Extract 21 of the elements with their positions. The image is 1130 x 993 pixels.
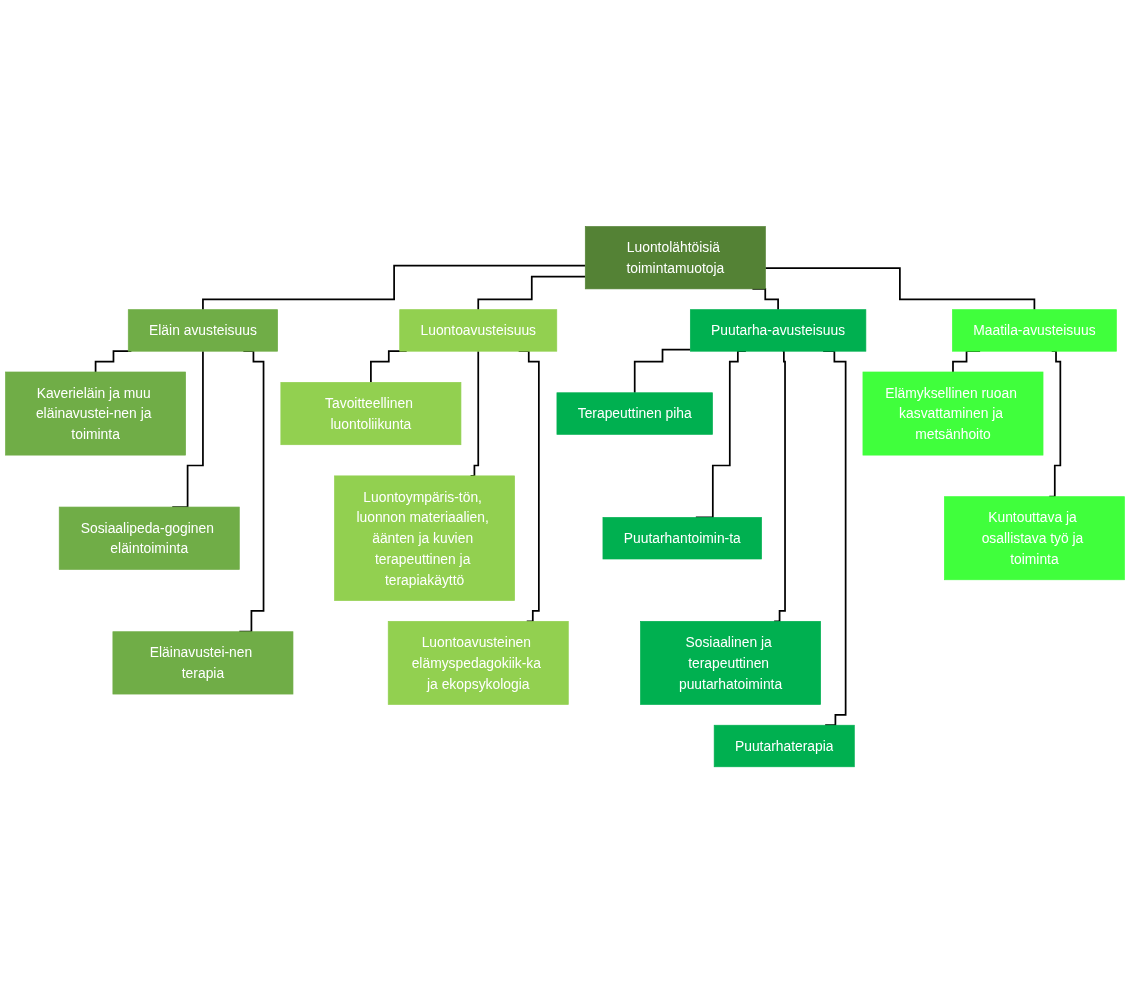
node-box: Luontoympäris-tön, luonnon materiaalien, äänten ja kuvien terapeuttinen ja terapiakäyttö	[334, 475, 515, 601]
node-box: Luontoavusteinen elämyspedagokiik-ka ja ekopsykologia	[387, 620, 569, 705]
node-box: Puutarhaterapia	[713, 724, 855, 767]
node-box: Sosiaalinen ja terapeuttinen puutarhatoiminta	[640, 620, 821, 705]
node-box: Eläinavustei-nen terapia	[112, 631, 294, 695]
node-box: Elämyksellinen ruoan kasvattaminen ja metsänhoito	[862, 371, 1044, 456]
node-box: Tavoitteellinen luontoliikunta	[280, 381, 462, 445]
node-box: Maatila-avusteisuus	[952, 309, 1117, 352]
node-box: Luontolähtöisiä toimintamuotoja	[584, 226, 766, 290]
node-box: Kaverieläin ja muu eläinavustei-nen ja toiminta	[5, 371, 186, 456]
connector	[633, 348, 692, 394]
node-box: Terapeuttinen piha	[556, 392, 713, 435]
node-box: Kuntouttava ja osallistava työ ja toiminta	[944, 496, 1125, 580]
node-box: Puutarhantoimin-ta	[602, 516, 762, 560]
node-box: Puutarha-avusteisuus	[690, 309, 867, 352]
connector	[202, 264, 587, 311]
connector	[477, 275, 587, 311]
node-box: Luontoavusteisuus	[399, 309, 558, 352]
connector	[764, 267, 1036, 311]
node-box: Eläin avusteisuus	[127, 309, 278, 352]
node-box: Sosiaalipeda-goginen eläintoiminta	[58, 506, 240, 570]
